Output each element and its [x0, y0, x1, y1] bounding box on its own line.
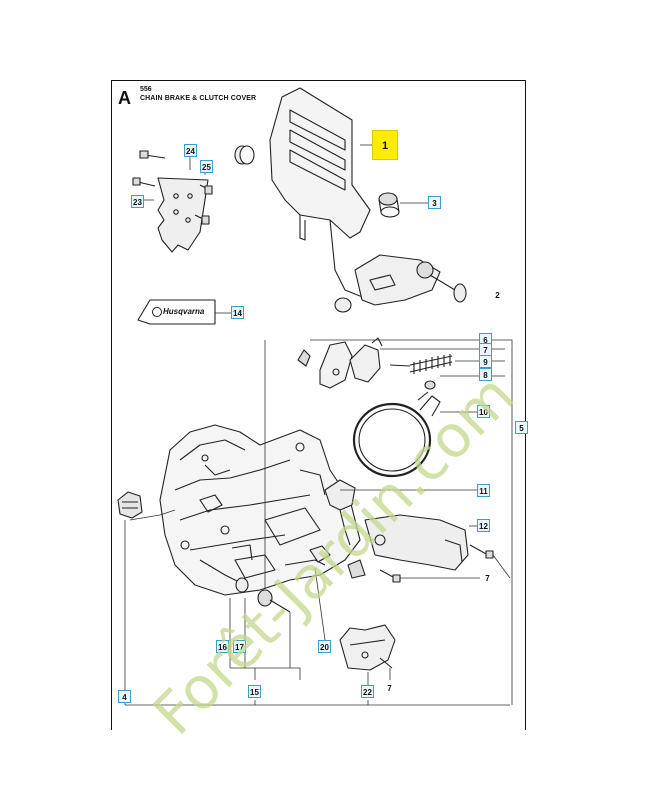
bushing-part-3 — [378, 192, 400, 218]
spike-bumper — [132, 150, 213, 253]
callout-20: 20 — [318, 640, 331, 653]
chain-brake-handle — [269, 87, 371, 299]
clutch-cover — [159, 424, 361, 596]
callout-7b: 7 — [485, 574, 490, 583]
lower-bushing — [334, 297, 352, 313]
callout-7c: 7 — [387, 684, 392, 693]
callout-24: 24 — [184, 144, 197, 157]
brake-spring-assembly — [297, 337, 453, 390]
callout-4: 4 — [118, 690, 131, 703]
brake-lever-bracket — [354, 254, 467, 306]
brake-band — [352, 391, 441, 478]
tensioner-parts — [199, 544, 331, 613]
callout-5: 5 — [515, 421, 528, 434]
chain-tensioner-adjuster — [117, 491, 143, 519]
callout-11: 11 — [477, 484, 490, 497]
callout-9: 9 — [479, 355, 492, 368]
husqvarna-decal-label: Husqvarna — [163, 307, 205, 316]
coil-spring — [409, 354, 453, 374]
section-letter: A — [118, 88, 131, 108]
pivot-lever — [324, 479, 356, 546]
callout-2: 2 — [495, 291, 500, 300]
bar-guide-plate — [339, 624, 396, 671]
section-number: 556 — [140, 86, 152, 93]
callout-1: 1 — [372, 130, 398, 160]
callout-8: 8 — [479, 368, 492, 381]
husqvarna-decal — [137, 299, 216, 325]
callout-14: 14 — [231, 306, 244, 319]
leader-lines — [124, 144, 513, 706]
callout-3: 3 — [428, 196, 441, 209]
diagram-frame — [111, 80, 526, 730]
callout-25: 25 — [200, 160, 213, 173]
callout-16: 16 — [216, 640, 229, 653]
chain-catcher — [347, 514, 494, 583]
section-title: CHAIN BRAKE & CLUTCH COVER — [140, 95, 257, 102]
callout-12: 12 — [477, 519, 490, 532]
husqvarna-logo — [152, 307, 162, 317]
callout-22: 22 — [361, 685, 374, 698]
callout-15: 15 — [248, 685, 261, 698]
callout-17: 17 — [233, 640, 246, 653]
callout-23: 23 — [131, 195, 144, 208]
callout-10: 10 — [477, 405, 490, 418]
